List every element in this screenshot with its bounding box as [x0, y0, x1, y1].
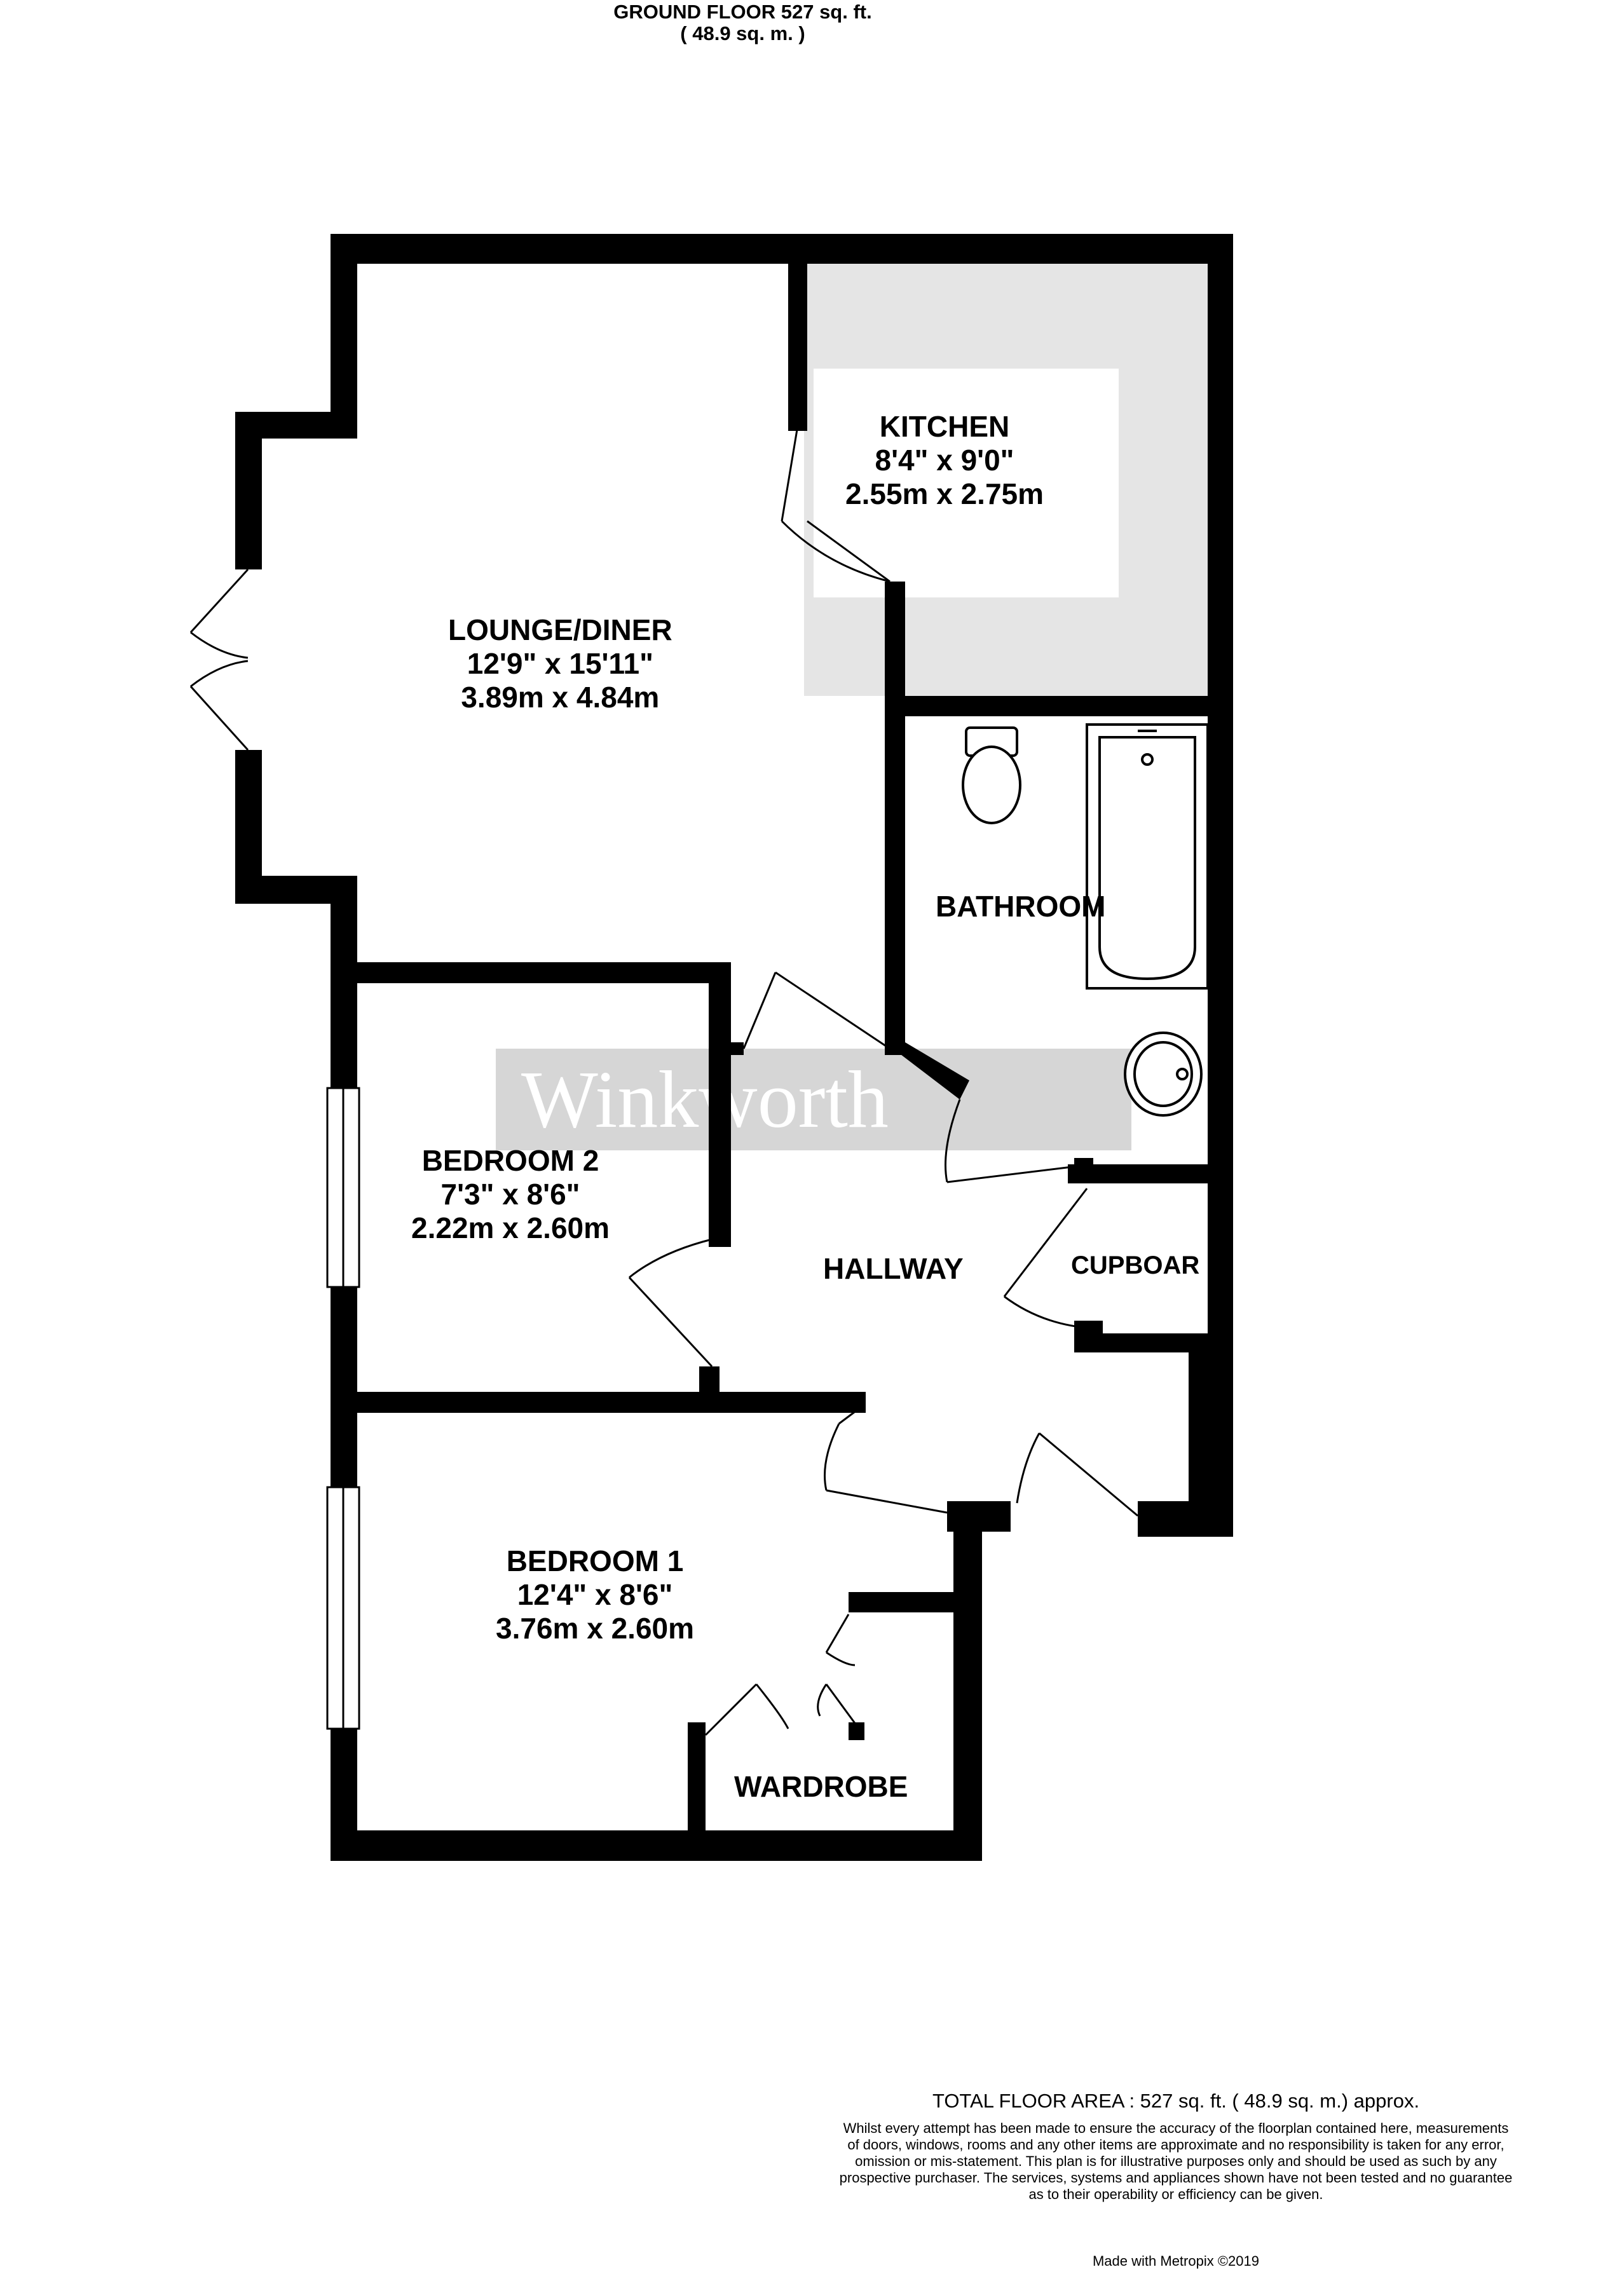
disclaimer: Whilst every attempt has been made to en… [788, 2120, 1564, 2203]
hallway-name: HALLWAY [823, 1252, 964, 1285]
disclaimer-line: as to their operability or efficiency ca… [1028, 2186, 1323, 2202]
windows [326, 1087, 360, 1730]
floor-area-metric: ( 48.9 sq. m. ) [680, 22, 805, 44]
disclaimer-line: Whilst every attempt has been made to en… [843, 2120, 1509, 2136]
bedroom2-label: BEDROOM 2 7'3" x 8'6" 2.22m x 2.60m [411, 1144, 610, 1245]
kitchen-label: KITCHEN 8'4" x 9'0" 2.55m x 2.75m [845, 410, 1044, 511]
disclaimer-line: of doors, windows, rooms and any other i… [847, 2137, 1505, 2153]
walls [235, 234, 1233, 1861]
cupboard-name: CUPBOAR [1071, 1251, 1200, 1279]
lounge-name: LOUNGE/DINER [448, 613, 672, 646]
watermark: Winkworth [496, 1049, 1131, 1150]
kitchen-name: KITCHEN [879, 410, 1010, 443]
total-floor-area: TOTAL FLOOR AREA : 527 sq. ft. ( 48.9 sq… [932, 2090, 1420, 2112]
bedroom1-label: BEDROOM 1 12'4" x 8'6" 3.76m x 2.60m [496, 1544, 694, 1645]
door-swings [189, 425, 1138, 1736]
made-with-credit: Made with Metropix ©2019 [1092, 2253, 1259, 2269]
toilet-bowl [962, 746, 1021, 824]
disclaimer-line: omission or mis-statement. This plan is … [855, 2153, 1497, 2169]
wardrobe-name: WARDROBE [734, 1770, 908, 1803]
cupboard-label: CUPBOAR [1071, 1249, 1204, 1283]
lounge-label: LOUNGE/DINER 12'9" x 15'11" 3.89m x 4.84… [448, 613, 672, 714]
hallway-label: HALLWAY [823, 1252, 964, 1286]
bedroom1-imperial: 12'4" x 8'6" [517, 1578, 673, 1611]
bedroom2-imperial: 7'3" x 8'6" [440, 1178, 580, 1211]
bathroom-name: BATHROOM [936, 890, 1106, 923]
bedroom1-name: BEDROOM 1 [506, 1544, 684, 1577]
lounge-imperial: 12'9" x 15'11" [467, 647, 653, 680]
kitchen-imperial: 8'4" x 9'0" [875, 444, 1014, 477]
bedroom1-metric: 3.76m x 2.60m [496, 1612, 695, 1645]
bedroom2-metric: 2.22m x 2.60m [411, 1211, 610, 1244]
kitchen-metric: 2.55m x 2.75m [845, 477, 1044, 510]
disclaimer-line: prospective purchaser. The services, sys… [839, 2170, 1513, 2186]
bathroom-fixtures [962, 723, 1209, 1117]
wardrobe-label: WARDROBE [734, 1770, 908, 1804]
floor-area-heading: GROUND FLOOR 527 sq. ft. [613, 1, 872, 23]
bathroom-label: BATHROOM [936, 890, 1105, 923]
lounge-metric: 3.89m x 4.84m [461, 681, 660, 714]
bedroom2-name: BEDROOM 2 [421, 1144, 599, 1177]
kitchen-floor [804, 264, 1230, 696]
